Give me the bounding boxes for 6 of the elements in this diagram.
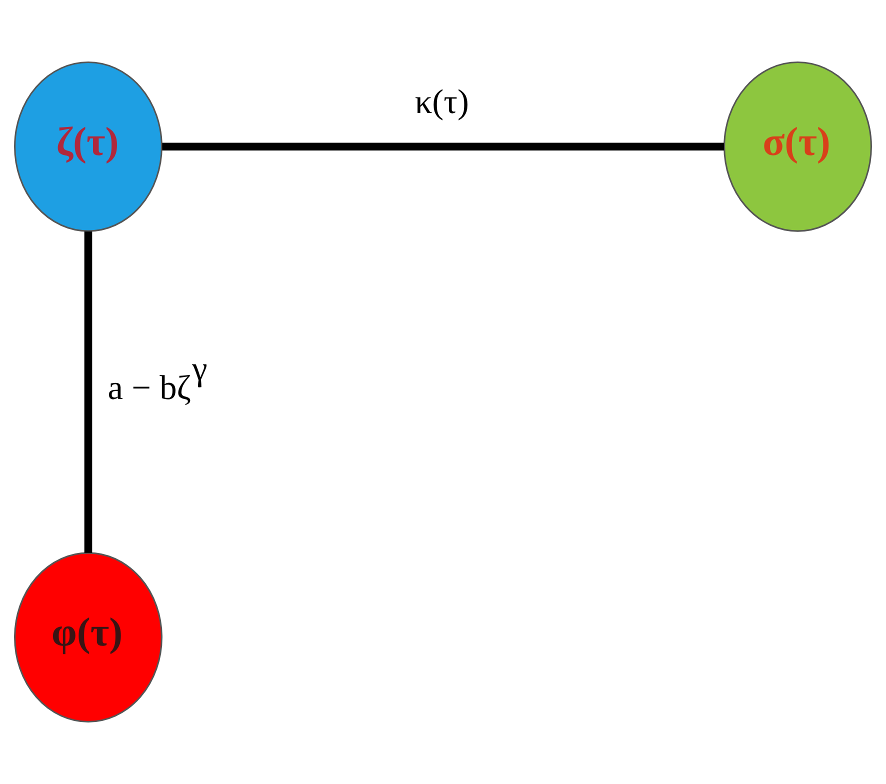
connector: [84, 231, 92, 553]
connector: [162, 142, 724, 151]
node-ellipse: φ(τ): [14, 552, 162, 723]
node-ellipse: σ(τ): [724, 61, 872, 232]
edge-label: κ(τ): [414, 83, 469, 122]
node-ellipse: ζ(τ): [14, 61, 162, 232]
